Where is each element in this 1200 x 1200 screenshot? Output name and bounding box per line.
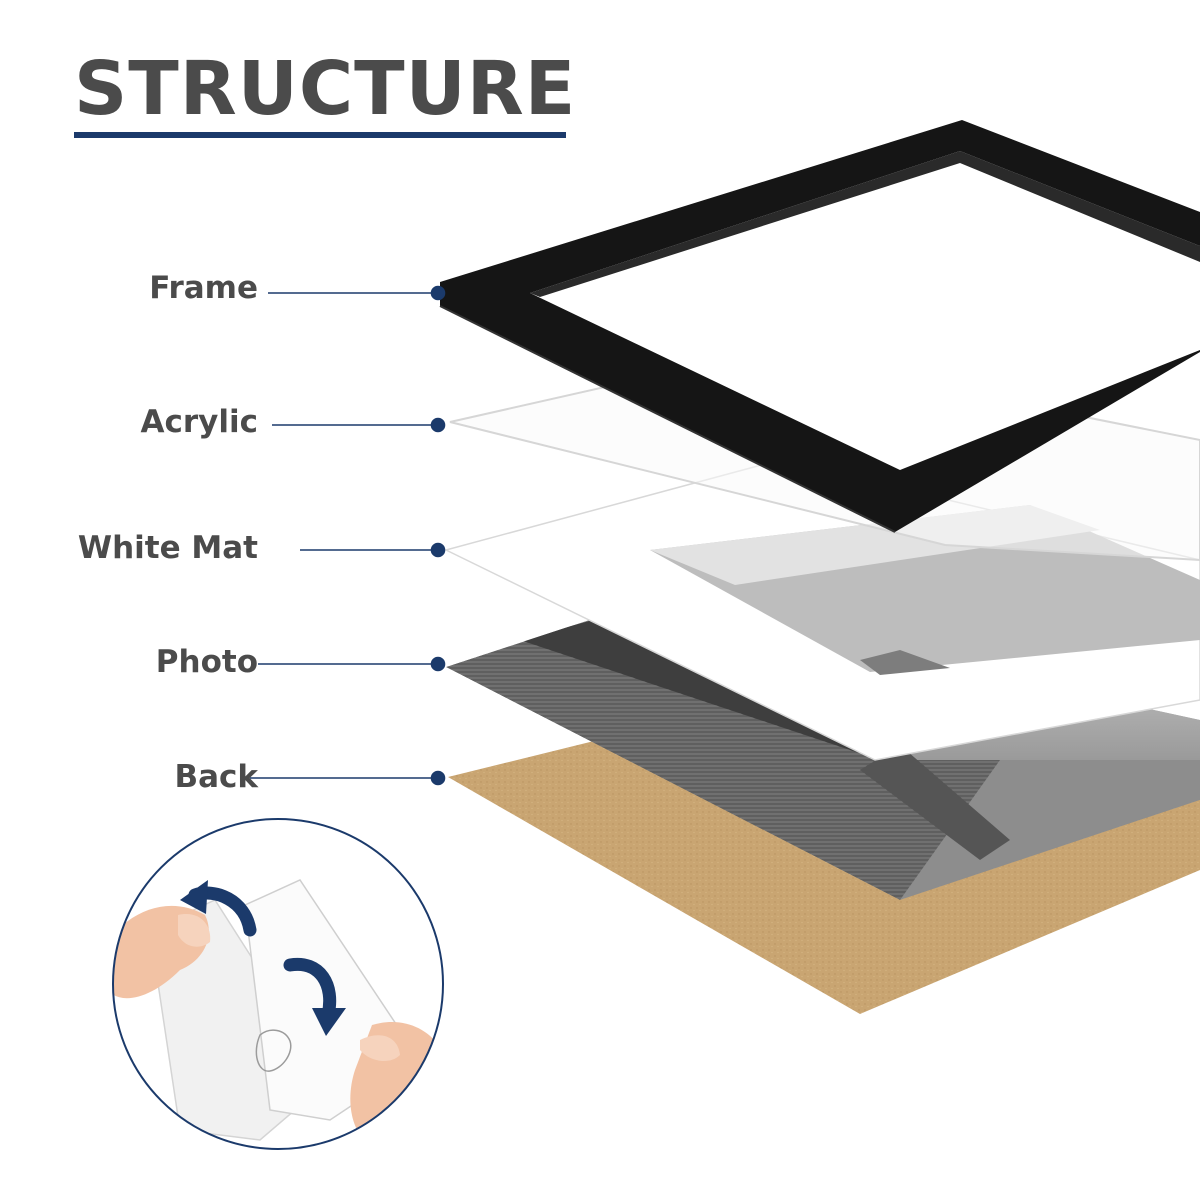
title-underline	[74, 132, 566, 138]
label-photo: Photo	[155, 644, 258, 680]
label-white-mat: White Mat	[77, 530, 258, 566]
curved-arrow-left-icon	[180, 880, 257, 937]
leader-lines	[250, 285, 446, 786]
page-title: STRUCTURE	[74, 46, 577, 132]
label-acrylic: Acrylic	[140, 404, 259, 440]
curved-arrow-down-icon	[283, 957, 346, 1036]
black-frame	[439, 120, 1200, 533]
label-frame: Frame	[149, 270, 258, 306]
label-back: Back	[174, 759, 258, 795]
peel-film-inset	[112, 818, 444, 1150]
